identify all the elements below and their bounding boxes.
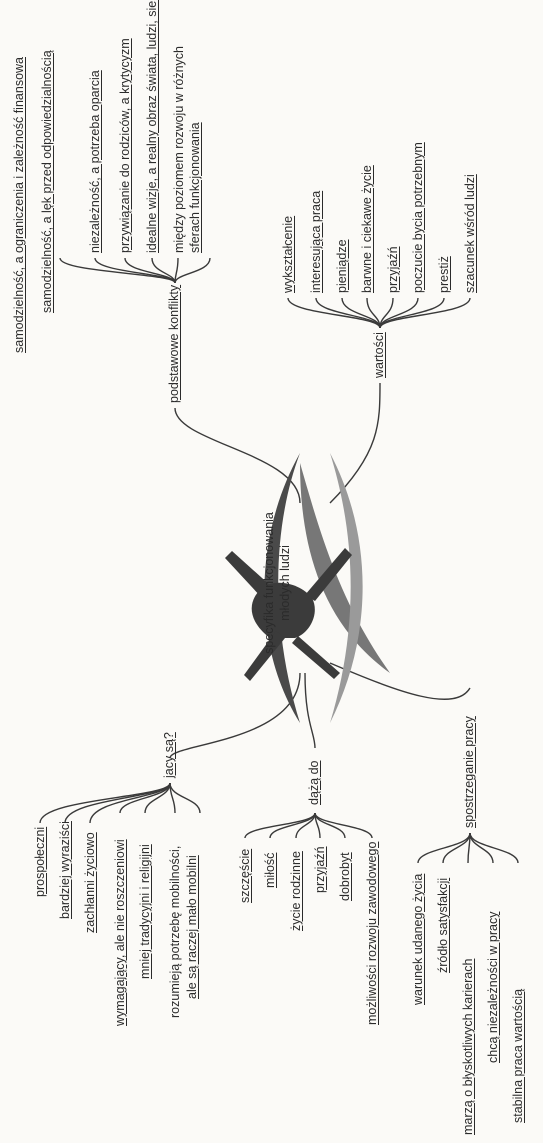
list-item: między poziomem rozwoju w różnych bbox=[172, 46, 186, 253]
branch-label-wartosci: wartości bbox=[372, 332, 386, 378]
center-figure-icon bbox=[225, 453, 390, 723]
branch-label-daza-do: dążą do bbox=[307, 761, 321, 805]
branch-line-top-left bbox=[170, 673, 300, 758]
branch-label-podstawowe-konflikty: podstawowe konflikty bbox=[167, 285, 181, 403]
list-item: źródło satysfakcji bbox=[436, 878, 450, 973]
list-item: warunek udanego życia bbox=[411, 874, 425, 1005]
list-item: życie rodzinne bbox=[289, 851, 303, 931]
list-item: zachłanni życiowo bbox=[83, 832, 97, 933]
list-item: wykształcenie bbox=[281, 216, 295, 293]
branch-line-bottom-right bbox=[330, 383, 380, 503]
list-item: dobrobyt bbox=[338, 852, 352, 901]
branch-line-top-right bbox=[175, 408, 300, 503]
list-item: chcą niezależności w pracy bbox=[486, 912, 500, 1063]
list-item: wymagający, ale nie roszczeniowi bbox=[113, 839, 127, 1026]
list-item: miłość bbox=[263, 853, 277, 888]
list-item: poczucie bycia potrzebnym bbox=[411, 142, 425, 293]
list-item: samodzielność, a lęk przed odpowiedzialn… bbox=[40, 50, 54, 313]
branch-label-jacy-sa: jacy są? bbox=[162, 732, 176, 778]
list-item: idealne wizje, a realny obraz świata, lu… bbox=[145, 0, 159, 253]
branch-label-spostrzeganie-pracy: spostrzeganie pracy bbox=[462, 716, 476, 828]
center-title-line1: specyfika funkcjonowania bbox=[262, 503, 276, 663]
list-item: szacunek wśród ludzi bbox=[463, 174, 477, 293]
list-item: pieniądze bbox=[335, 239, 349, 293]
list-item: przywiązanie do rodziców, a krytycyzm bbox=[118, 38, 132, 253]
list-item: bardziej wyraziści bbox=[58, 821, 72, 919]
list-item: możliwości rozwoju zawodowego bbox=[365, 842, 379, 1025]
list-item: przyjaźń bbox=[386, 246, 400, 293]
list-item: marzą o błyskotliwych karierach bbox=[461, 959, 475, 1135]
list-item: samodzielność, a ograniczenia i zależnoś… bbox=[12, 57, 26, 353]
list-item: rozumieją potrzebę mobilności, bbox=[168, 846, 182, 1018]
list-item: prestiż bbox=[437, 256, 451, 293]
list-item: sferach funkcjonowania bbox=[188, 122, 202, 253]
list-item: szczęście bbox=[238, 849, 252, 903]
center-title-line2: młodych ludzi bbox=[278, 503, 292, 663]
list-item: stabilna praca wartością bbox=[511, 989, 525, 1123]
list-item: interesująca praca bbox=[309, 191, 323, 293]
list-item: prospołeczni bbox=[33, 827, 47, 897]
list-item: przyjaźń bbox=[313, 846, 327, 893]
list-item: barwne i ciekawe życie bbox=[360, 165, 374, 293]
list-item: ale są raczej mało mobilni bbox=[185, 855, 199, 999]
list-item: niezależność, a potrzeba oparcia bbox=[88, 70, 102, 253]
list-item: mniej tradycyjni i religijni bbox=[138, 844, 152, 979]
branch-line-mid-left bbox=[305, 673, 315, 748]
